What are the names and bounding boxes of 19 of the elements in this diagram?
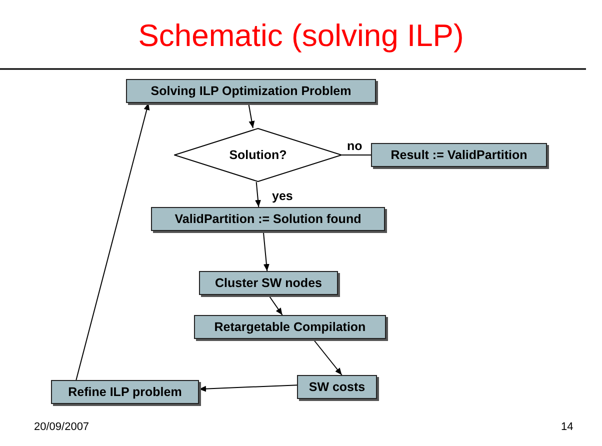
arrow xyxy=(255,182,261,208)
arrow xyxy=(268,294,283,316)
process-box: Cluster SW nodes xyxy=(199,271,338,295)
arrow xyxy=(198,384,298,392)
process-box: Result := ValidPartition xyxy=(371,143,547,167)
slide-title: Schematic (solving ILP) xyxy=(137,17,465,55)
process-box: Retargetable Compilation xyxy=(194,315,386,339)
process-box: SW costs xyxy=(297,375,377,399)
process-box: Solving ILP Optimization Problem xyxy=(126,79,376,103)
connector-line xyxy=(342,154,372,156)
date-footer: 20/09/2007 xyxy=(34,421,90,433)
arrow xyxy=(248,102,255,128)
arrow xyxy=(262,230,270,272)
decision-diamond: Solution? xyxy=(174,128,342,182)
process-box: ValidPartition := Solution found xyxy=(151,207,385,231)
arrow xyxy=(76,102,150,380)
arrow xyxy=(312,338,342,376)
process-box: Refine ILP problem xyxy=(51,380,199,404)
slide-number: 14 xyxy=(561,421,574,433)
